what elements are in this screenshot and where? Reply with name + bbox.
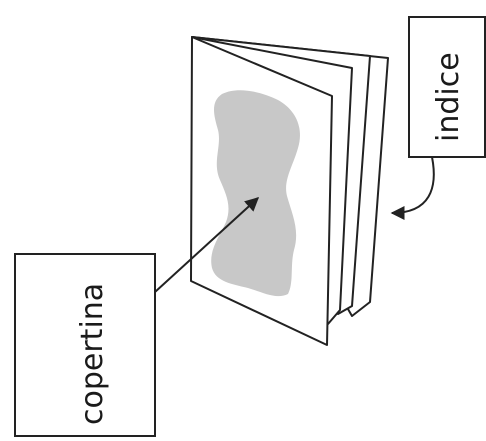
cover-arrow xyxy=(154,197,260,293)
cover-illustration-blob xyxy=(211,90,300,297)
cover-label-box xyxy=(14,253,156,437)
index-label: indice xyxy=(431,52,466,142)
cover-callout: copertina xyxy=(14,197,260,437)
index-label-box xyxy=(408,16,486,158)
index-callout: indice xyxy=(390,16,486,220)
index-arrow xyxy=(390,156,435,220)
cover-label: copertina xyxy=(75,283,110,425)
booklet xyxy=(190,36,389,346)
